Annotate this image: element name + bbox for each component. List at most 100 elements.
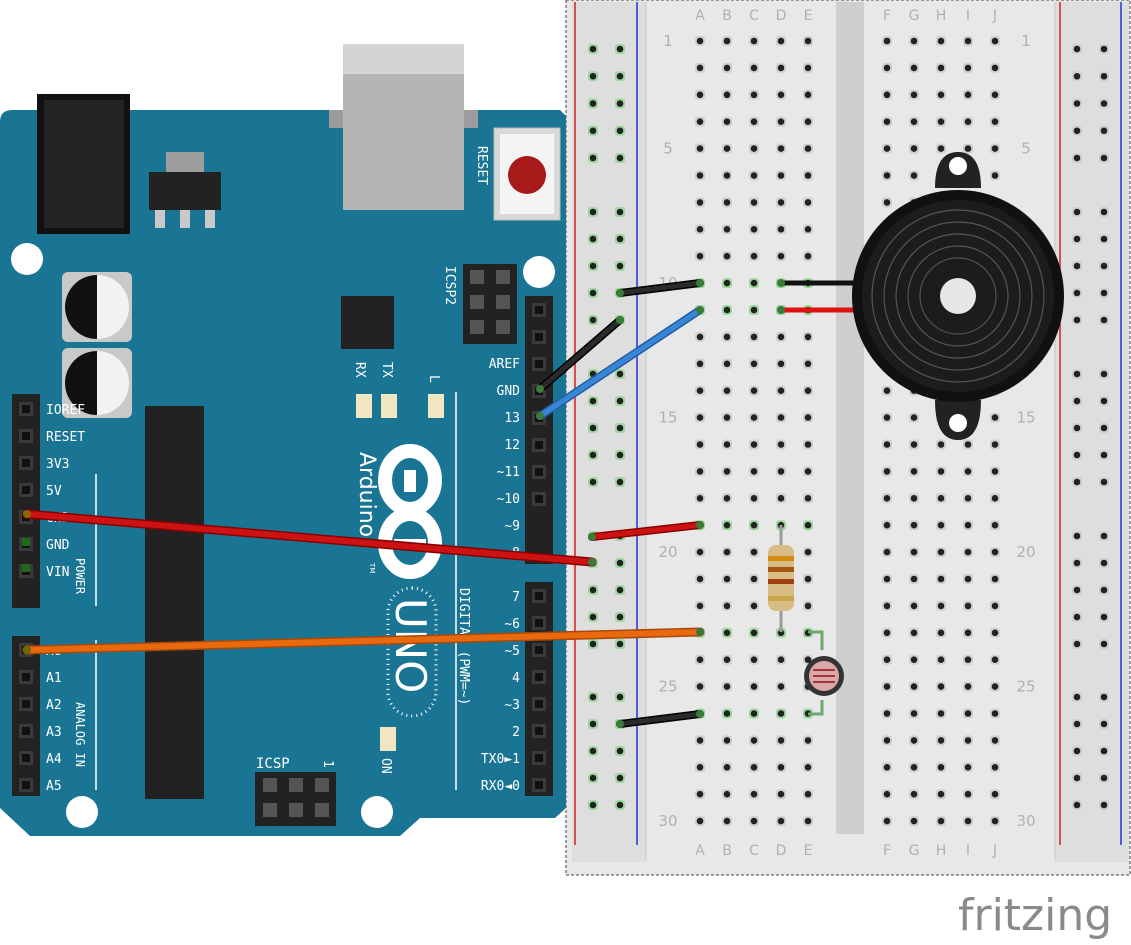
reset-button xyxy=(493,127,561,221)
digital-pin-label: ~5 xyxy=(504,644,520,659)
wire-end xyxy=(616,289,624,297)
analog-pin-label: A3 xyxy=(46,725,62,740)
row-number: 15 xyxy=(1016,409,1035,427)
column-letter: B xyxy=(722,8,732,24)
row-number: 15 xyxy=(658,409,677,427)
row-number: 30 xyxy=(658,812,677,830)
arduino-uno-board: RESET ICSP2 TX RX L ON Arduino TM UNO DI… xyxy=(0,44,566,836)
reset-label: RESET xyxy=(474,146,489,185)
wires xyxy=(22,279,870,728)
wire-end xyxy=(616,720,624,728)
rx-led xyxy=(356,394,372,418)
wire-end xyxy=(696,306,704,314)
column-letter: C xyxy=(749,843,759,859)
icsp2-pin xyxy=(470,320,484,334)
wire-end xyxy=(696,279,704,287)
power-label: POWER xyxy=(73,558,87,595)
icsp-pin xyxy=(315,778,329,792)
column-letter: F xyxy=(883,843,891,859)
row-number: 20 xyxy=(658,543,677,561)
tx-label: TX xyxy=(379,362,394,378)
column-letter: G xyxy=(909,843,920,859)
digital-pin-label: AREF xyxy=(489,357,520,372)
row-number: 5 xyxy=(1021,140,1031,158)
power-pin-label: VIN xyxy=(46,565,69,580)
power-pin-label: 3V3 xyxy=(46,457,69,472)
power-pin-label: 5V xyxy=(46,484,62,499)
voltage-regulator xyxy=(149,172,221,210)
breadboard: AABBCCDDEEFFGGHHIIJJ11551010151520202525… xyxy=(565,0,1131,876)
wire-end xyxy=(536,385,544,393)
column-letter: H xyxy=(936,843,947,859)
digital-pin-label: GND xyxy=(497,384,521,399)
column-letter: G xyxy=(909,8,920,24)
row-number: 25 xyxy=(1016,678,1035,696)
column-letter: I xyxy=(966,8,970,24)
icsp-pin1-label: 1 xyxy=(320,760,335,768)
analog-pin-label: A4 xyxy=(46,752,62,767)
usb-chip xyxy=(341,296,394,349)
wire-end xyxy=(616,316,624,324)
row-number: 5 xyxy=(663,140,673,158)
column-letter: I xyxy=(966,843,970,859)
icsp2-pin xyxy=(470,270,484,284)
atmega-chip xyxy=(145,406,204,799)
digital-pin-label: ~11 xyxy=(497,465,520,480)
digital-pin-label: TX0►1 xyxy=(481,752,520,767)
column-letter: A xyxy=(695,843,705,859)
capacitor xyxy=(62,272,132,342)
fritzing-watermark: fritzing xyxy=(958,890,1112,941)
model-label: UNO xyxy=(386,598,435,693)
capacitor xyxy=(62,348,132,418)
icsp-label: ICSP xyxy=(256,756,290,772)
column-letter: J xyxy=(992,8,997,24)
row-number: 1 xyxy=(663,32,673,50)
mounting-hole xyxy=(66,796,98,828)
icsp-pin xyxy=(263,778,277,792)
column-letter: A xyxy=(695,8,705,24)
wire-end xyxy=(536,412,544,420)
row-number: 1 xyxy=(1021,32,1031,50)
wire-end xyxy=(777,306,785,314)
digital-pin-label: 4 xyxy=(512,671,520,686)
on-led xyxy=(380,727,396,751)
icsp2-pin xyxy=(496,320,510,334)
power-pin-label: RESET xyxy=(46,430,85,445)
digital-pin-label: 13 xyxy=(504,411,520,426)
on-label: ON xyxy=(378,758,393,774)
column-letter: D xyxy=(776,843,787,859)
mounting-hole xyxy=(361,796,393,828)
mounting-hole xyxy=(523,256,555,288)
icsp2-pin xyxy=(496,270,510,284)
brand-label: Arduino xyxy=(354,452,379,537)
analog-header xyxy=(12,636,40,796)
icsp-pin xyxy=(289,803,303,817)
l-label: L xyxy=(426,375,441,383)
digital-pin-label: 2 xyxy=(512,725,520,740)
icsp-pin xyxy=(263,803,277,817)
photoresistor xyxy=(804,630,844,716)
icsp2-label: ICSP2 xyxy=(442,266,457,305)
column-letter: B xyxy=(722,843,732,859)
digital-pin-label: 12 xyxy=(504,438,520,453)
wire-end xyxy=(588,558,596,566)
wire-end xyxy=(696,521,704,529)
row-number: 20 xyxy=(1016,543,1035,561)
breadboard-center-channel xyxy=(836,2,864,834)
digital-pin-label: RX0◄0 xyxy=(481,779,520,794)
column-letter: H xyxy=(936,8,947,24)
digital-label: DIGITAL (PWM=~) xyxy=(456,588,471,705)
trademark-label: TM xyxy=(368,562,376,573)
digital-pin-label: ~10 xyxy=(497,492,520,507)
uno-badge xyxy=(386,586,438,718)
icsp2-pin xyxy=(470,295,484,309)
l-led xyxy=(428,394,444,418)
resistor xyxy=(768,525,794,632)
analog-pin-label: A2 xyxy=(46,698,62,713)
digital-pin-label: ~9 xyxy=(504,519,520,534)
wire-end xyxy=(777,279,785,287)
column-letter: E xyxy=(804,8,813,24)
icsp2-pin xyxy=(496,295,510,309)
analog-pin-label: A5 xyxy=(46,779,62,794)
digital-pin-label: ~6 xyxy=(504,617,520,632)
